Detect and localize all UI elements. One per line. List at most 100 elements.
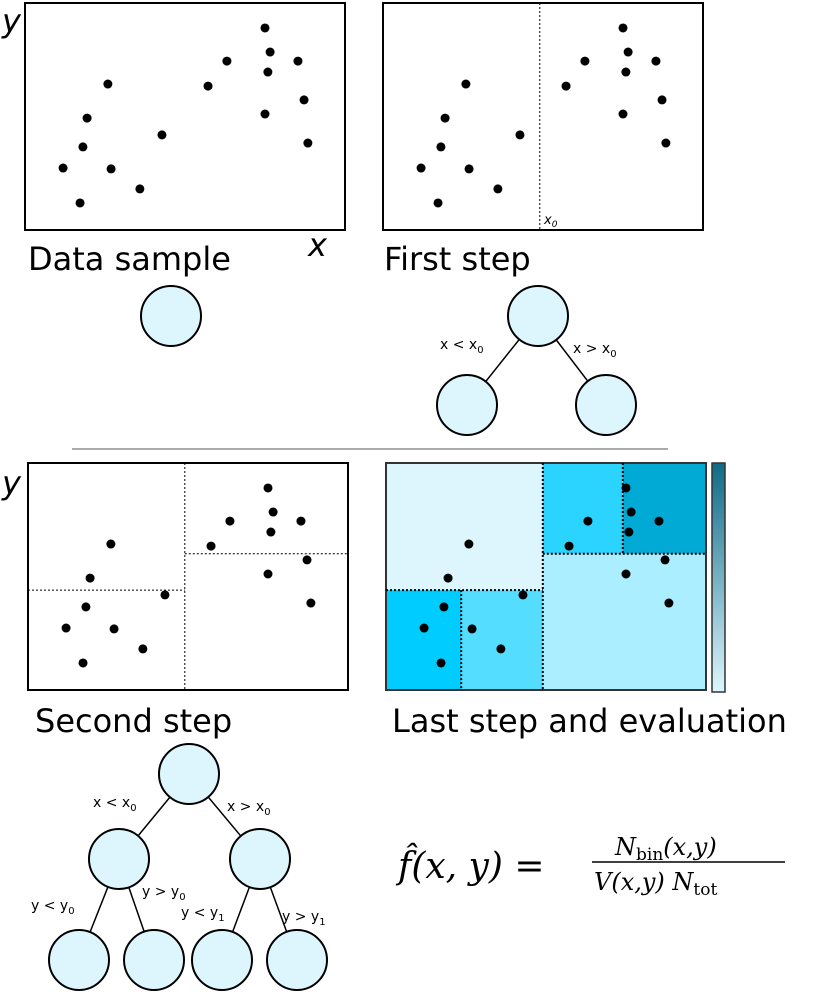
tree-node xyxy=(575,374,637,436)
tree-node xyxy=(88,828,150,890)
data-point xyxy=(583,516,593,526)
data-point xyxy=(78,142,88,152)
tree-node xyxy=(140,285,202,347)
data-point xyxy=(266,527,276,537)
data-point xyxy=(103,79,113,89)
data-point xyxy=(82,113,92,123)
tree-node xyxy=(507,285,569,347)
data-point xyxy=(75,198,85,208)
data-point xyxy=(440,113,450,123)
data-point xyxy=(436,142,446,152)
data-point xyxy=(419,623,429,633)
data-point xyxy=(515,130,525,140)
data-point xyxy=(109,624,119,634)
panel-frame xyxy=(27,462,349,691)
data-point xyxy=(580,56,590,66)
edge-label-x-lt-x0: x < x0 xyxy=(93,795,137,814)
x-axis-label: x xyxy=(307,226,328,264)
formula-denominator: V(x,y) Ntot xyxy=(594,868,717,900)
data-point xyxy=(436,658,446,668)
data-point xyxy=(299,95,309,105)
data-point xyxy=(464,164,474,174)
data-point xyxy=(518,590,528,600)
data-point xyxy=(621,67,631,77)
data-point xyxy=(263,67,273,77)
data-point xyxy=(260,23,270,33)
caption-data-sample: Data sample xyxy=(28,240,231,278)
data-point xyxy=(296,516,306,526)
data-point xyxy=(85,573,95,583)
data-point xyxy=(78,658,88,668)
data-point xyxy=(618,109,628,119)
bin-bottom-left-left xyxy=(386,590,462,690)
data-point xyxy=(657,95,667,105)
formula-numerator: Nbin(x,y) xyxy=(614,833,717,865)
tree-node xyxy=(48,929,110,991)
data-point xyxy=(416,163,426,173)
data-point xyxy=(561,81,571,91)
data-point xyxy=(618,23,628,33)
panel-frame xyxy=(385,462,707,691)
edge-label-y-lt-y0: y < y0 xyxy=(31,898,75,917)
bin-top-right-left xyxy=(542,463,623,554)
data-point xyxy=(651,56,661,66)
data-point xyxy=(623,47,633,57)
data-point xyxy=(160,590,170,600)
data-point xyxy=(664,598,674,608)
data-point xyxy=(303,138,313,148)
panel-last-step xyxy=(385,462,707,691)
panel-first-step xyxy=(382,2,704,231)
caption-last-step: Last step and evaluation xyxy=(392,702,787,740)
data-point xyxy=(106,164,116,174)
split-label-x0: x0 xyxy=(543,213,558,230)
data-point xyxy=(306,598,316,608)
bin-top-left xyxy=(386,463,543,591)
y-axis-label: y xyxy=(1,2,22,40)
data-point xyxy=(81,602,91,612)
data-point xyxy=(61,623,71,633)
data-point xyxy=(660,555,670,565)
data-point xyxy=(58,163,68,173)
formula-lhs: f̂(x, y) = xyxy=(395,843,545,887)
data-point xyxy=(263,483,273,493)
bin-top-right-right xyxy=(622,463,706,554)
data-point xyxy=(225,516,235,526)
data-point xyxy=(464,539,474,549)
tree-node xyxy=(123,929,185,991)
data-point xyxy=(265,47,275,57)
data-point xyxy=(433,198,443,208)
data-point xyxy=(621,569,631,579)
data-point xyxy=(661,138,671,148)
tree-node xyxy=(158,743,220,805)
colorbar xyxy=(711,462,726,693)
caption-first-step: First step xyxy=(384,240,531,278)
tree-node xyxy=(436,374,498,436)
data-point xyxy=(268,507,278,517)
data-point xyxy=(222,56,232,66)
data-point xyxy=(493,184,503,194)
data-point xyxy=(461,79,471,89)
data-point xyxy=(135,184,145,194)
edge-label-x-gt-x0: x > x0 xyxy=(573,341,617,360)
data-point xyxy=(564,541,574,551)
caption-second-step: Second step xyxy=(35,702,232,740)
data-point xyxy=(467,624,477,634)
panel-frame xyxy=(382,2,704,231)
density-formula: f̂(x, y) = Nbin(x,y) V(x,y) Ntot xyxy=(395,833,785,900)
y-axis-label-2: y xyxy=(1,464,22,502)
data-point xyxy=(302,555,312,565)
tree-node xyxy=(266,929,328,991)
tree-node xyxy=(229,828,291,890)
bin-bottom-left-right xyxy=(461,590,543,690)
edge-label-y-lt-y1: y < y1 xyxy=(181,905,225,924)
data-point xyxy=(203,81,213,91)
data-point xyxy=(654,516,664,526)
data-point xyxy=(206,541,216,551)
data-point xyxy=(157,130,167,140)
edge-label-y-gt-y0: y > y0 xyxy=(142,884,186,903)
tree-node xyxy=(191,929,253,991)
edge-label-y-gt-y1: y > y1 xyxy=(282,909,326,928)
edge-label-x-lt-x0: x < x0 xyxy=(440,337,484,356)
data-point xyxy=(260,109,270,119)
edge-label-x-gt-x0: x > x0 xyxy=(227,799,271,818)
